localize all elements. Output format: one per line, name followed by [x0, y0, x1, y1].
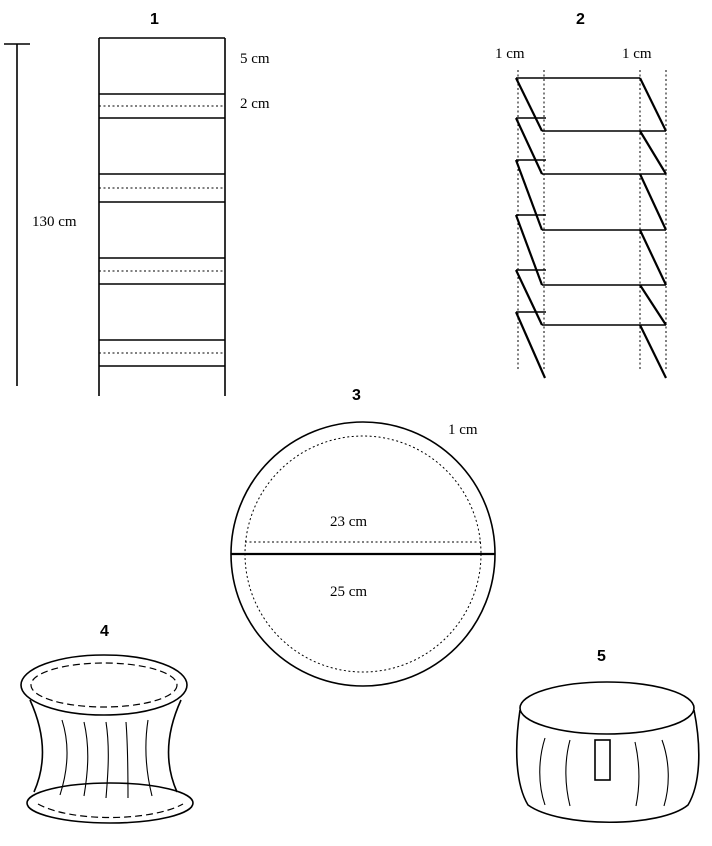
circle-allowance-label: 1 cm — [448, 422, 478, 438]
outer-diameter-label: 25 cm — [330, 584, 367, 600]
seam-width-label: 2 cm — [240, 96, 270, 112]
fold-layer-2 — [515, 117, 667, 175]
fold-layer-5 — [515, 269, 667, 326]
figure-4: 4 — [20, 623, 194, 824]
band-width-label: 5 cm — [240, 51, 270, 67]
gather-folds — [59, 719, 153, 799]
left-allowance-label: 1 cm — [495, 46, 525, 62]
figure-1: 1 130 cm 5 cm 2 cm — [4, 11, 270, 396]
figure-3: 3 1 cm 23 cm 25 cm — [230, 387, 496, 687]
right-side-curve — [167, 699, 182, 793]
handle-loop — [594, 739, 611, 781]
top-disc — [20, 654, 188, 716]
drum-folds — [539, 737, 669, 807]
inner-diameter-label: 23 cm — [330, 514, 367, 530]
figure-2-number: 2 — [576, 11, 585, 28]
band-group-4 — [99, 339, 225, 367]
bottom-stitch-line — [37, 803, 184, 819]
figure-5: 5 — [515, 648, 700, 824]
band-group-1 — [99, 93, 225, 119]
drum-top — [519, 681, 695, 735]
fold-layer-6 — [514, 311, 667, 379]
left-side-curve — [29, 699, 44, 793]
top-stitch-line — [30, 662, 178, 708]
length-label: 130 cm — [32, 214, 77, 230]
fold-layer-4 — [514, 214, 667, 286]
figure-3-number: 3 — [352, 387, 361, 404]
figure-5-number: 5 — [597, 648, 606, 665]
figure-1-number: 1 — [150, 11, 159, 28]
band-group-2 — [99, 173, 225, 203]
bottom-disc — [26, 782, 194, 824]
fold-layer-1 — [515, 77, 667, 132]
figure-2: 2 1 cm 1 cm — [495, 11, 667, 379]
drum-body — [515, 709, 700, 824]
fold-layer-3 — [514, 159, 667, 231]
right-allowance-label: 1 cm — [622, 46, 652, 62]
figure-4-number: 4 — [100, 623, 109, 640]
band-group-3 — [99, 257, 225, 285]
